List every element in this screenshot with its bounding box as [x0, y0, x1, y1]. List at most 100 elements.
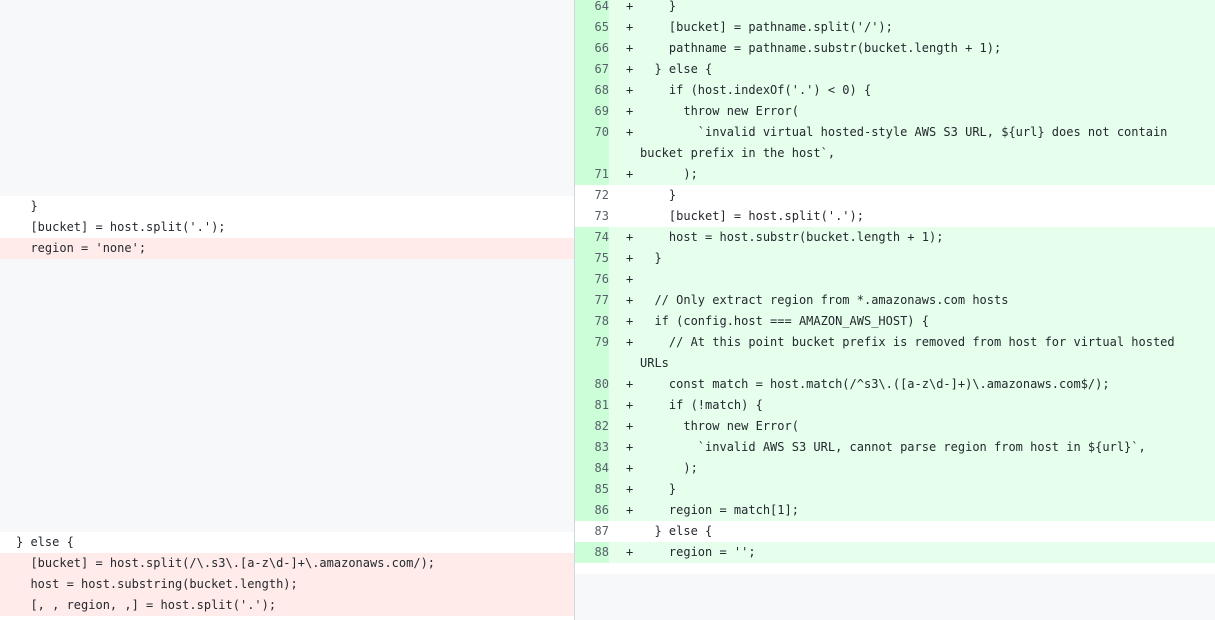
left-line-code: } — [16, 199, 38, 213]
line-number[interactable]: 76 — [575, 269, 609, 290]
right-line-code: throw new Error( — [640, 104, 799, 118]
diff-sign: + — [626, 335, 634, 349]
left-line-deleted[interactable]: [bucket] = host.split(/\.s3\.[a-z\d-]+\.… — [0, 553, 574, 574]
line-number[interactable]: 82 — [575, 416, 609, 437]
line-number[interactable]: 84 — [575, 458, 609, 479]
right-line-added[interactable]: 76 + — [575, 269, 1215, 290]
right-line-code: if (config.host === AMAZON_AWS_HOST) { — [640, 314, 929, 328]
diff-sign: + — [626, 104, 634, 118]
diff-sign: + — [626, 293, 634, 307]
right-line-added[interactable]: 69 + throw new Error( — [575, 101, 1215, 122]
line-number[interactable]: 78 — [575, 311, 609, 332]
line-number[interactable]: 74 — [575, 227, 609, 248]
right-line-code: } — [640, 482, 677, 496]
right-line-code: [bucket] = host.split('.'); — [640, 209, 864, 223]
diff-sign: + — [626, 440, 634, 454]
left-line-deleted[interactable]: [, , region, ,] = host.split('.'); — [0, 595, 574, 616]
right-line[interactable]: 87 } else { — [575, 521, 1215, 542]
diff-sign: + — [626, 377, 634, 391]
right-line-code: // Only extract region from *.amazonaws.… — [640, 293, 1009, 307]
left-line[interactable]: [bucket] = host.split('.'); — [0, 217, 574, 238]
right-line-code: pathname = pathname.substr(bucket.length… — [640, 41, 1002, 55]
line-number[interactable]: 71 — [575, 164, 609, 185]
line-number[interactable]: 77 — [575, 290, 609, 311]
right-line-added[interactable]: 64+ } — [575, 0, 1215, 17]
line-number[interactable]: 67 — [575, 59, 609, 80]
right-line-added[interactable]: 74+ host = host.substr(bucket.length + 1… — [575, 227, 1215, 248]
diff-sign: + — [626, 398, 634, 412]
diff-sign: + — [626, 0, 634, 13]
diff-sign: + — [626, 503, 634, 517]
right-line-code: `invalid virtual hosted-style AWS S3 URL… — [640, 125, 1175, 160]
right-line-code: `invalid AWS S3 URL, cannot parse region… — [640, 440, 1146, 454]
left-line-deleted[interactable]: region = 'none'; — [0, 238, 574, 259]
diff-left-pane: } [bucket] = host.split('.'); region = '… — [0, 0, 574, 620]
right-line-code: [bucket] = pathname.split('/'); — [640, 20, 893, 34]
left-line[interactable]: } — [0, 196, 574, 217]
line-number[interactable]: 80 — [575, 374, 609, 395]
right-line-added[interactable]: 81 + if (!match) { — [575, 395, 1215, 416]
diff-sign: + — [626, 545, 634, 559]
right-line-added[interactable]: 66+ pathname = pathname.substr(bucket.le… — [575, 38, 1215, 59]
line-number[interactable]: 65 — [575, 17, 609, 38]
right-line-code: if (host.indexOf('.') < 0) { — [640, 83, 872, 97]
left-line-code: host = host.substring(bucket.length); — [16, 577, 298, 591]
diff-right-pane: 64 + } 65 + [bucket] = pathname.split('/');… — [575, 0, 1215, 620]
line-number[interactable]: 87 — [594, 524, 609, 538]
right-line-code: ); — [640, 167, 698, 181]
line-number[interactable]: 83 — [575, 437, 609, 458]
line-number[interactable]: 81 — [575, 395, 609, 416]
right-line[interactable]: 72 } — [575, 185, 1215, 206]
right-line-added[interactable]: 85+ } — [575, 479, 1215, 500]
right-line-added[interactable]: 75+ } — [575, 248, 1215, 269]
right-line-added[interactable]: 83 + `invalid AWS S3 URL, cannot parse re… — [575, 437, 1215, 458]
line-number[interactable]: 85 — [575, 479, 609, 500]
right-line-added[interactable]: 70 + `invalid virtual hosted-style AWS S3… — [575, 122, 1215, 164]
diff-sign: + — [626, 20, 634, 34]
line-number[interactable]: 73 — [594, 209, 609, 223]
diff-sign: + — [626, 125, 634, 139]
right-line-added[interactable]: 84+ ); — [575, 458, 1215, 479]
right-line-added[interactable]: 77 + // Only extract region from *.amazon… — [575, 290, 1215, 311]
line-number[interactable]: 70 — [575, 122, 609, 164]
line-number[interactable]: 66 — [575, 38, 609, 59]
right-line-added[interactable]: 79 + // At this point bucket prefix is re… — [575, 332, 1215, 374]
right-line-added[interactable]: 88 + region = ''; — [575, 542, 1215, 563]
left-line-code: } else { — [16, 535, 74, 549]
right-line-code: } else { — [640, 524, 713, 538]
line-number[interactable]: 86 — [575, 500, 609, 521]
right-line[interactable]: 73 [bucket] = host.split('.'); — [575, 206, 1215, 227]
diff-sign: + — [626, 272, 634, 286]
diff-sign: + — [626, 230, 634, 244]
right-line-added[interactable]: 86 + region = match[1]; — [575, 500, 1215, 521]
right-line-code: if (!match) { — [640, 398, 763, 412]
left-line-deleted[interactable]: host = host.substring(bucket.length); — [0, 574, 574, 595]
right-line-code: } else { — [640, 62, 713, 76]
right-line-code: region = match[1]; — [640, 503, 799, 517]
left-line[interactable]: } else { — [0, 532, 574, 553]
line-number[interactable]: 79 — [575, 332, 609, 374]
line-number[interactable]: 64 — [575, 0, 609, 17]
right-line-code: ); — [640, 461, 698, 475]
diff-sign: + — [626, 83, 634, 97]
right-line-added[interactable]: 82+ throw new Error( — [575, 416, 1215, 437]
right-line-code: } — [640, 188, 677, 202]
right-line-added[interactable]: 80 + const match = host.match(/^s3\.([a-z… — [575, 374, 1215, 395]
right-line-code: throw new Error( — [640, 419, 799, 433]
pane-divider — [574, 0, 575, 620]
line-number[interactable]: 88 — [575, 542, 609, 563]
line-number[interactable]: 68 — [575, 80, 609, 101]
right-line-added[interactable]: 71 + ); — [575, 164, 1215, 185]
right-line-added[interactable]: 67+ } else { — [575, 59, 1215, 80]
right-line-code: const match = host.match(/^s3\.([a-z\d-]… — [640, 377, 1110, 391]
line-number[interactable]: 72 — [594, 188, 609, 202]
left-line-code: [bucket] = host.split(/\.s3\.[a-z\d-]+\.… — [16, 556, 436, 570]
right-line-code: // At this point bucket prefix is remove… — [640, 335, 1182, 370]
right-line-code: region = ''; — [640, 545, 756, 559]
right-line-added[interactable]: 78+ if (config.host === AMAZON_AWS_HOST)… — [575, 311, 1215, 332]
line-number[interactable]: 75 — [575, 248, 609, 269]
line-number[interactable]: 69 — [575, 101, 609, 122]
right-line-added[interactable]: 65 + [bucket] = pathname.split('/'); — [575, 17, 1215, 38]
right-line-added[interactable]: 68 + if (host.indexOf('.') < 0) { — [575, 80, 1215, 101]
diff-sign: + — [626, 167, 634, 181]
